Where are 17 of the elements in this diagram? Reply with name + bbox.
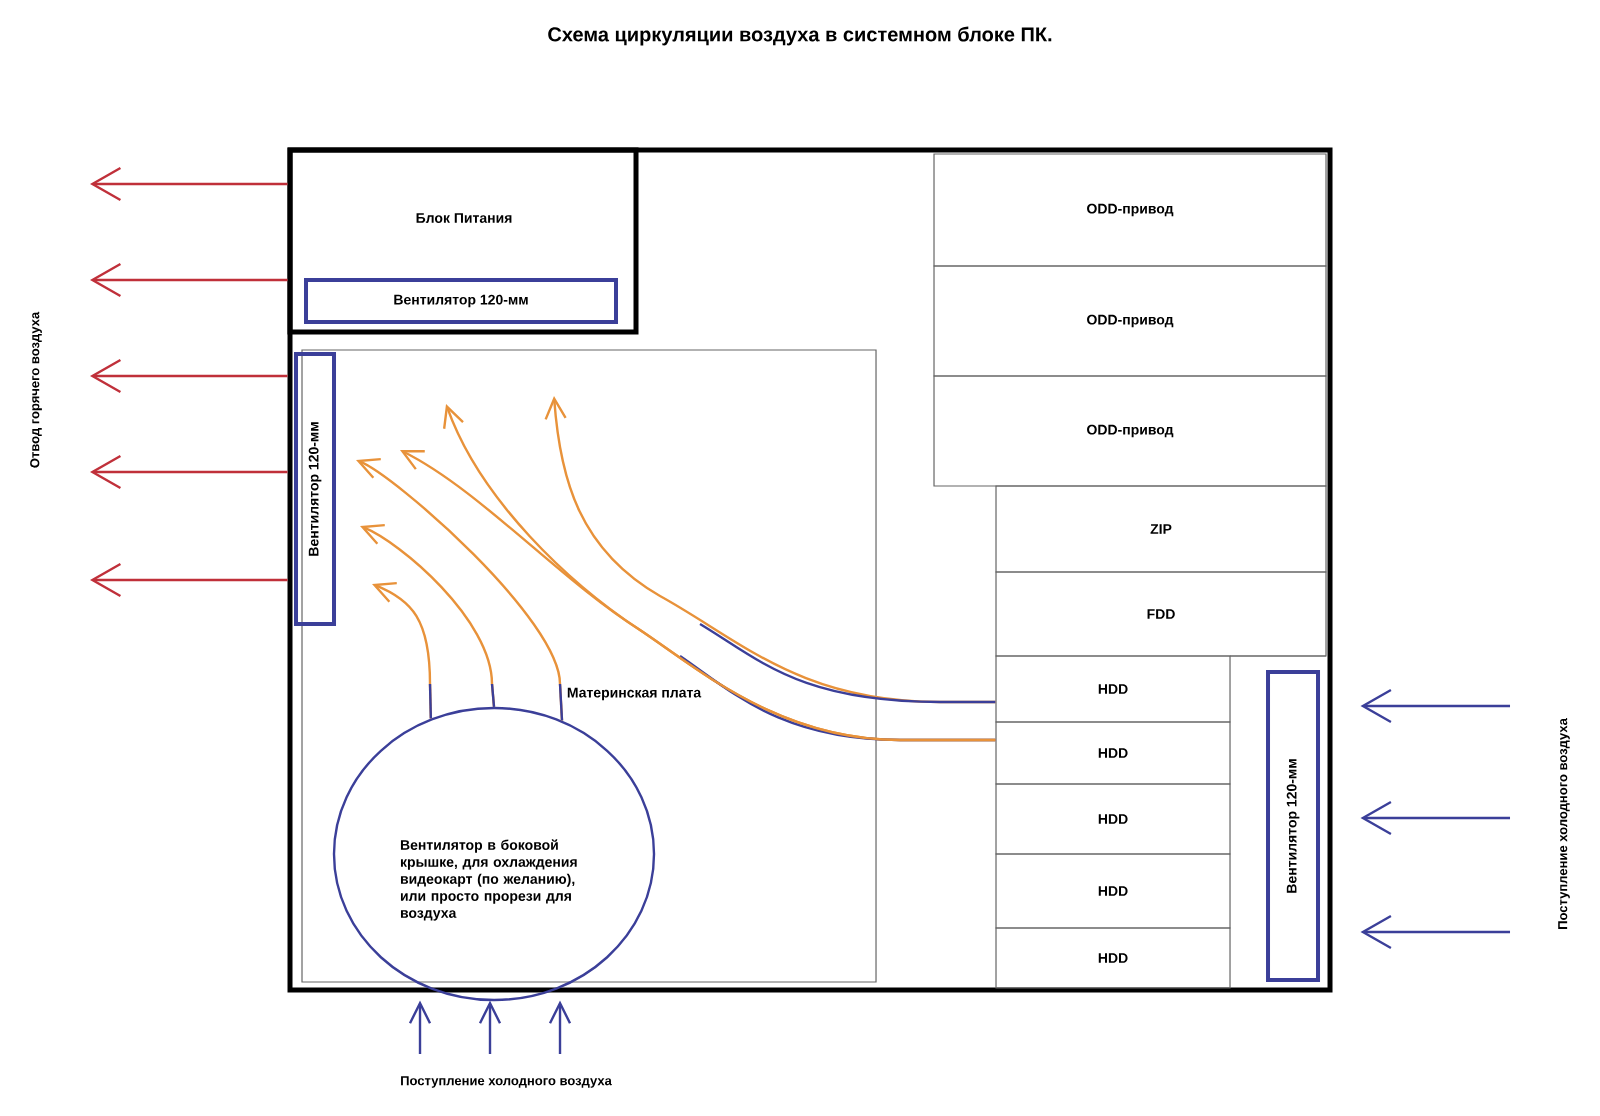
airflow-arrow [544,396,996,704]
airflow-arrow [372,581,433,719]
airflow-arrow [360,523,496,707]
exhaust-arrow [90,166,288,202]
intake-arrow [548,1000,572,1054]
intake-arrow [478,1000,502,1054]
title: Схема циркуляции воздуха в системном блоке ПК. [548,26,1052,46]
exhaust-arrow [90,562,288,598]
exhaust-arrow [90,454,288,490]
intake-arrow [1360,914,1510,950]
intake-arrow [408,1000,432,1054]
exhaust-arrow [90,358,288,394]
airflow-arrow [442,404,996,742]
airflow-arrow [356,457,564,721]
intake-arrow [1360,688,1510,724]
exhaust-arrow [90,262,288,298]
intake-arrow [1360,800,1510,836]
